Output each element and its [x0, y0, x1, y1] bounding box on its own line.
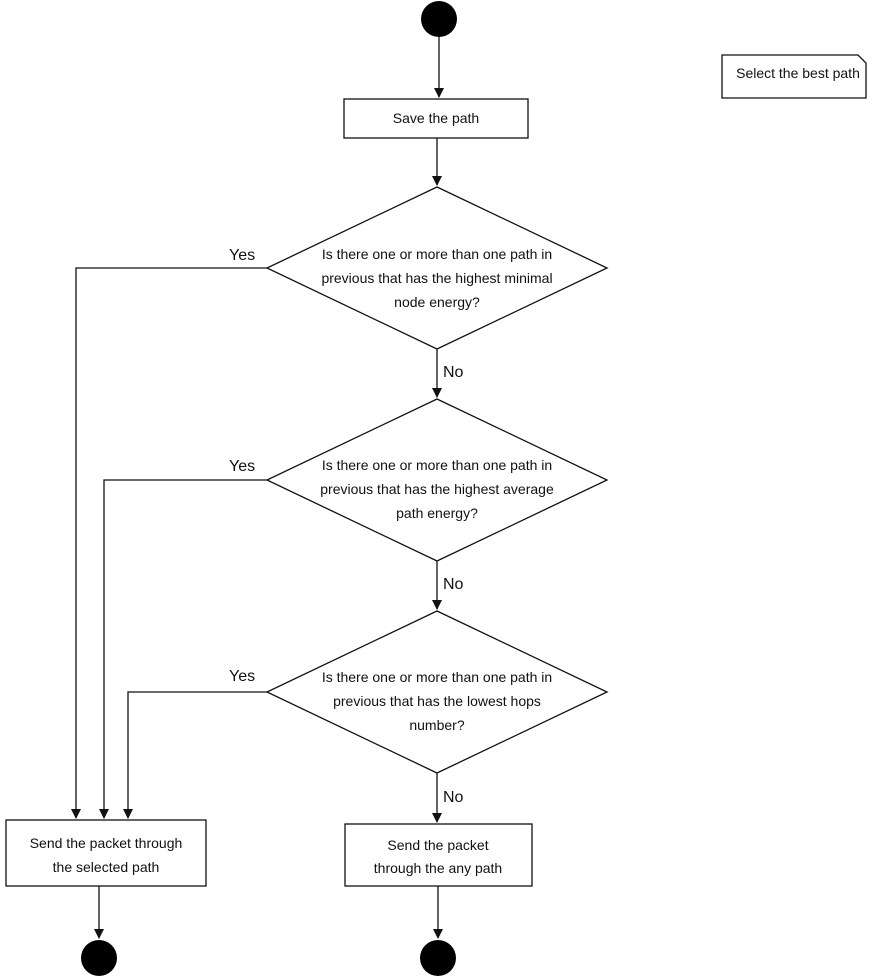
decision-3-line-2: previous that has the lowest hops — [333, 693, 541, 709]
decision-2-line-3: path energy? — [396, 505, 478, 521]
send-selected-line-2: the selected path — [53, 859, 160, 875]
yes-label-3: Yes — [229, 668, 255, 685]
send-any-node: Send the packet through the any path — [344, 823, 533, 887]
yes-label-1: Yes — [229, 247, 255, 264]
yes-label-2: Yes — [229, 458, 255, 475]
decision-1-node: Is there one or more than one path in pr… — [265, 186, 609, 350]
decision-3-node: Is there one or more than one path in pr… — [265, 610, 609, 774]
edge-yes-2 — [99, 479, 267, 819]
decision-1-line-1: Is there one or more than one path in — [322, 246, 552, 262]
save-path-text: Save the path — [393, 110, 479, 126]
send-selected-node: Send the packet through the selected pat… — [5, 819, 207, 887]
no-label-2: No — [443, 576, 464, 593]
decision-3-line-3: number? — [409, 717, 464, 733]
title-note: Select the best path — [721, 54, 867, 99]
decision-2-line-2: previous that has the highest average — [320, 481, 554, 497]
edge-yes-3 — [123, 691, 267, 819]
title-note-text: Select the best path — [736, 65, 860, 81]
send-any-line-1: Send the packet — [387, 837, 488, 853]
no-label-3: No — [443, 789, 464, 806]
decision-2-line-1: Is there one or more than one path in — [322, 457, 552, 473]
send-selected-line-1: Send the packet through — [30, 835, 183, 851]
decision-1-line-3: node energy? — [394, 294, 480, 310]
start-node — [421, 1, 457, 37]
save-path-node: Save the path — [343, 98, 529, 139]
no-label-1: No — [443, 364, 464, 381]
edge-yes-1 — [71, 267, 267, 819]
send-any-line-2: through the any path — [374, 860, 502, 876]
decision-1-line-2: previous that has the highest minimal — [321, 270, 552, 286]
decision-2-node: Is there one or more than one path in pr… — [265, 398, 609, 562]
end-node-any — [420, 940, 456, 976]
end-node-selected — [81, 940, 117, 976]
decision-3-line-1: Is there one or more than one path in — [322, 669, 552, 685]
